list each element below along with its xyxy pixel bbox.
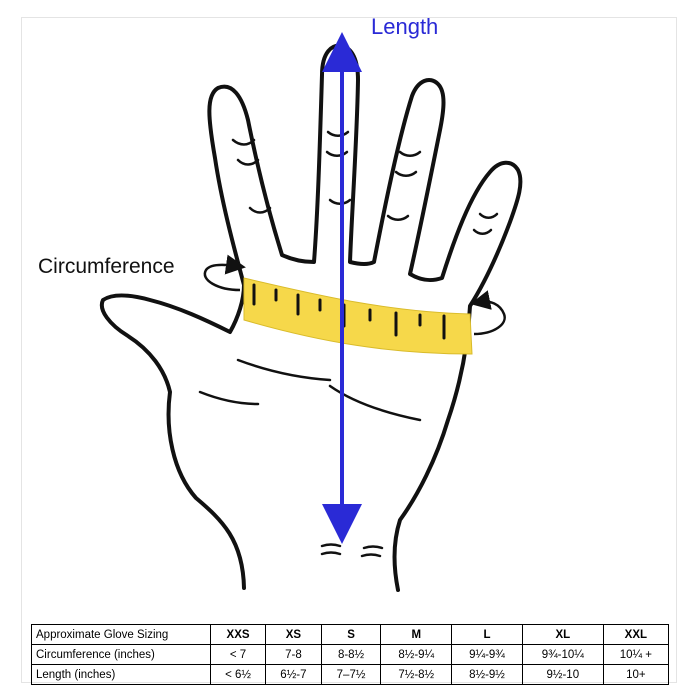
row-label: Length (inches) xyxy=(31,664,211,685)
table-cell: 7–7½ xyxy=(320,664,382,685)
table-cell: 7½-8½ xyxy=(380,664,453,685)
size-header-xxl: XXL xyxy=(602,624,670,645)
size-header-xl: XL xyxy=(521,624,604,645)
circumference-arrows xyxy=(203,254,506,336)
glove-sizing-table: Approximate Glove Sizing XXS XS S M L XL… xyxy=(31,624,670,685)
size-header-xxs: XXS xyxy=(209,624,267,645)
hand-diagram xyxy=(99,31,523,592)
table-cell: 9½-10 xyxy=(521,664,604,685)
size-header-xs: XS xyxy=(265,624,322,645)
table-header-row: Approximate Glove Sizing XXS XS S M L XL… xyxy=(31,624,670,645)
size-header-s: S xyxy=(320,624,382,645)
table-cell: 7-8 xyxy=(265,644,322,665)
table-cell: 10¼ + xyxy=(602,644,670,665)
circumference-label: Circumference xyxy=(38,255,175,278)
table-cell: 8-8½ xyxy=(320,644,382,665)
length-label: Length xyxy=(371,14,439,39)
table-header-label: Approximate Glove Sizing xyxy=(31,624,211,645)
table-cell: < 6½ xyxy=(209,664,267,685)
table-cell: 8½-9½ xyxy=(451,664,523,685)
table-cell: 6½-7 xyxy=(265,664,322,685)
table-cell: 10+ xyxy=(602,664,670,685)
size-header-m: M xyxy=(380,624,453,645)
table-cell: 8½-9¼ xyxy=(380,644,453,665)
table-row-length: Length (inches) < 6½ 6½-7 7–7½ 7½-8½ 8½-… xyxy=(31,664,670,685)
row-label: Circumference (inches) xyxy=(31,644,211,665)
table-cell: < 7 xyxy=(209,644,267,665)
table-cell: 9¼-9¾ xyxy=(451,644,523,665)
table-cell: 9¾-10¼ xyxy=(521,644,604,665)
size-header-l: L xyxy=(451,624,523,645)
hand-creases xyxy=(198,130,499,558)
table-row-circumference: Circumference (inches) < 7 7-8 8-8½ 8½-9… xyxy=(31,644,670,665)
